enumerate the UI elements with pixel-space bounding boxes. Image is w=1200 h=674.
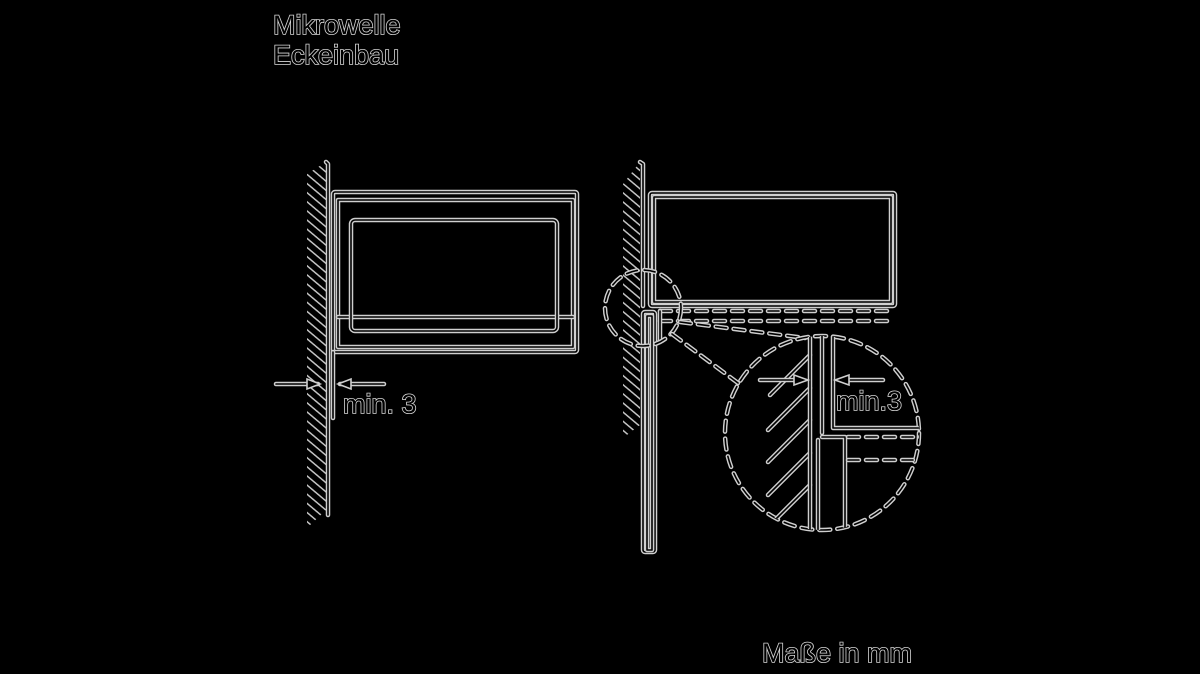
microwave-body-side [647,190,898,309]
title-line-1: Mikrowelle [273,10,401,40]
clearance-dimension-detail: min.3 [757,373,903,417]
wall-hatching-right [623,162,640,438]
cabinet-side-panel-upper [637,159,646,309]
detail-wall-hatching [765,352,813,528]
right-view-side: min.3 [602,159,922,555]
units-note: Maße in mm [762,638,912,668]
title-line-2: Eckeinbau [273,40,399,70]
cabinet-side-panel-lower [640,309,658,555]
detail-contents [765,336,919,530]
detail-marker-circle [602,267,684,349]
detail-leader-lines [669,319,808,386]
wall-hatching-left [307,162,326,528]
microwave-frame-outer [330,189,580,355]
microwave-door-window [348,217,560,334]
clearance-dimension-left: min. 3 [273,377,417,420]
cabinet-side-panel-left [323,159,331,518]
diagram-title: Mikrowelle Eckeinbau [272,9,401,71]
clearance-label-detail: min.3 [836,386,902,416]
magnified-detail: min.3 [722,333,922,533]
clearance-label-left: min. 3 [343,389,417,419]
cabinet-shelf-dashed [657,308,893,343]
left-view-front: min. 3 [273,159,580,528]
